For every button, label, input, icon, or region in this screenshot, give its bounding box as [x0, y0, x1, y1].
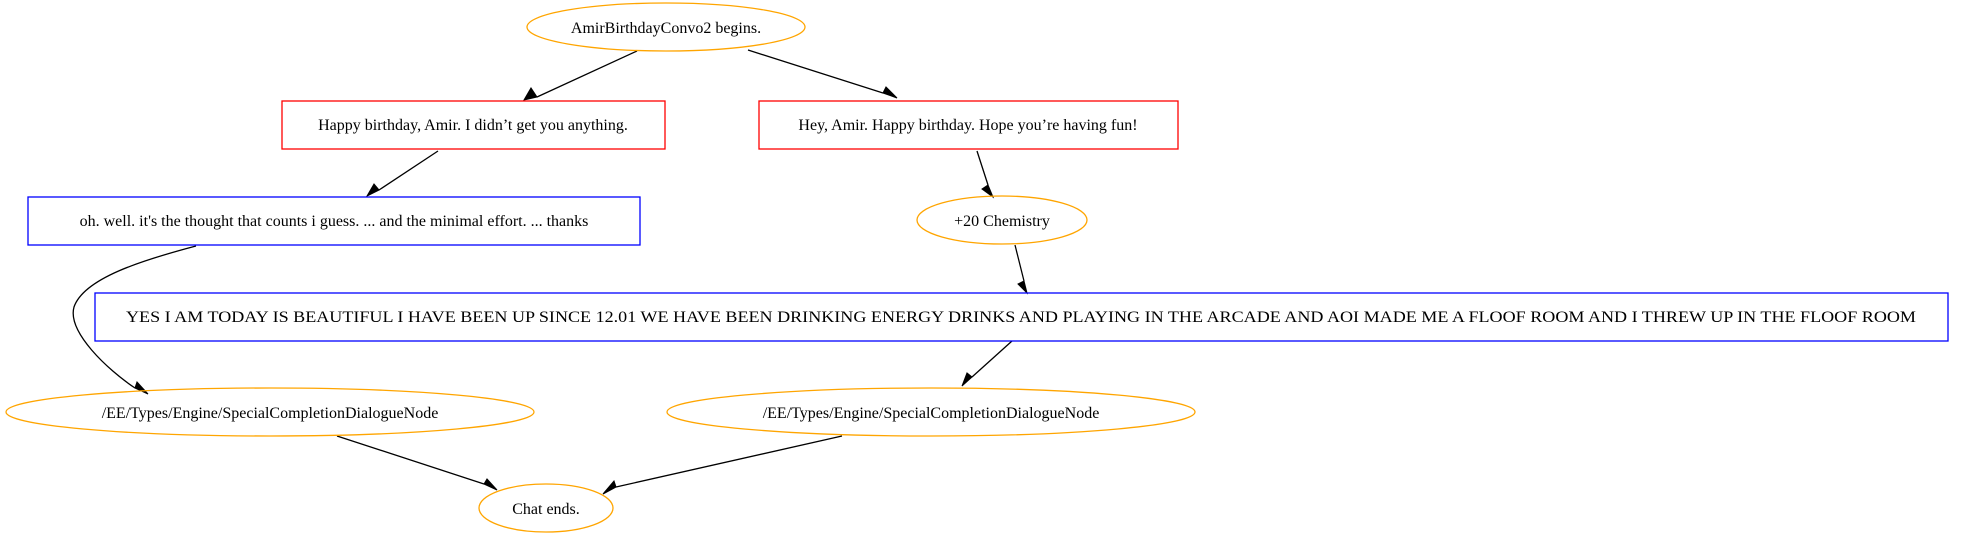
node-choice-b: Hey, Amir. Happy birthday. Hope you’re h…: [758, 100, 1179, 150]
node-start: AmirBirthdayConvo2 begins.: [526, 2, 806, 52]
node-end: Chat ends.: [478, 483, 614, 533]
edge-reply-a-to-completion-a-arrow: [134, 381, 149, 395]
edge-choice-b-to-chemistry: [976, 150, 989, 186]
edge-completion-a-to-end-arrow: [483, 478, 498, 491]
node-chemistry: +20 Chemistry: [916, 195, 1088, 245]
node-choice-b-label: Hey, Amir. Happy birthday. Hope you’re h…: [798, 117, 1137, 134]
edge-start-to-choice-b-arrow: [882, 86, 898, 99]
node-chemistry-label: +20 Chemistry: [954, 213, 1050, 230]
edge-reply-a-to-completion-a: [72, 245, 197, 389]
nodes: AmirBirthdayConvo2 begins. Happy birthda…: [5, 2, 1949, 533]
edge-start-to-choice-a-arrow: [522, 87, 538, 101]
edge-chemistry-to-reply-b-arrow: [1017, 280, 1028, 295]
edge-start-to-choice-a: [536, 50, 638, 98]
edges: [72, 49, 1028, 495]
node-reply-b: YES I AM TODAY IS BEAUTIFUL I HAVE BEEN …: [94, 292, 1949, 342]
node-completion-b-shape: [666, 387, 1196, 437]
edge-completion-b-to-end: [615, 435, 843, 488]
node-reply-b-label: YES I AM TODAY IS BEAUTIFUL I HAVE BEEN …: [126, 309, 1916, 326]
node-start-label: AmirBirthdayConvo2 begins.: [571, 20, 761, 37]
edge-choice-a-to-reply-a: [378, 150, 439, 191]
node-choice-a: Happy birthday, Amir. I didn’t get you a…: [281, 100, 666, 150]
node-choice-a-shape: [281, 100, 666, 150]
edge-chemistry-to-reply-b: [1014, 244, 1025, 282]
node-choice-b-shape: [758, 100, 1179, 150]
edge-reply-b-to-completion-b-arrow: [961, 372, 973, 387]
node-reply-a-label: oh. well. it's the thought that counts i…: [80, 213, 589, 230]
edge-start-to-choice-b: [747, 49, 884, 94]
node-end-shape: [478, 483, 614, 533]
node-start-shape: [526, 2, 806, 52]
node-completion-b-label: /EE/Types/Engine/SpecialCompletionDialog…: [763, 405, 1100, 422]
node-reply-b-shape: [94, 292, 1949, 342]
node-completion-a-shape: [5, 387, 535, 437]
node-completion-a: /EE/Types/Engine/SpecialCompletionDialog…: [5, 387, 535, 437]
edge-reply-b-to-completion-b: [971, 340, 1013, 378]
edge-completion-b-to-end-arrow: [602, 479, 617, 495]
node-completion-a-label: /EE/Types/Engine/SpecialCompletionDialog…: [102, 405, 439, 422]
node-end-label: Chat ends.: [512, 501, 580, 518]
edge-choice-a-to-reply-a-arrow: [365, 183, 380, 198]
node-choice-a-label: Happy birthday, Amir. I didn’t get you a…: [318, 117, 628, 134]
node-reply-a-shape: [27, 196, 641, 246]
edge-completion-a-to-end: [336, 435, 485, 485]
node-chemistry-shape: [916, 195, 1088, 245]
node-completion-b: /EE/Types/Engine/SpecialCompletionDialog…: [666, 387, 1196, 437]
edge-choice-b-to-chemistry-arrow: [981, 184, 995, 199]
node-reply-a: oh. well. it's the thought that counts i…: [27, 196, 641, 246]
